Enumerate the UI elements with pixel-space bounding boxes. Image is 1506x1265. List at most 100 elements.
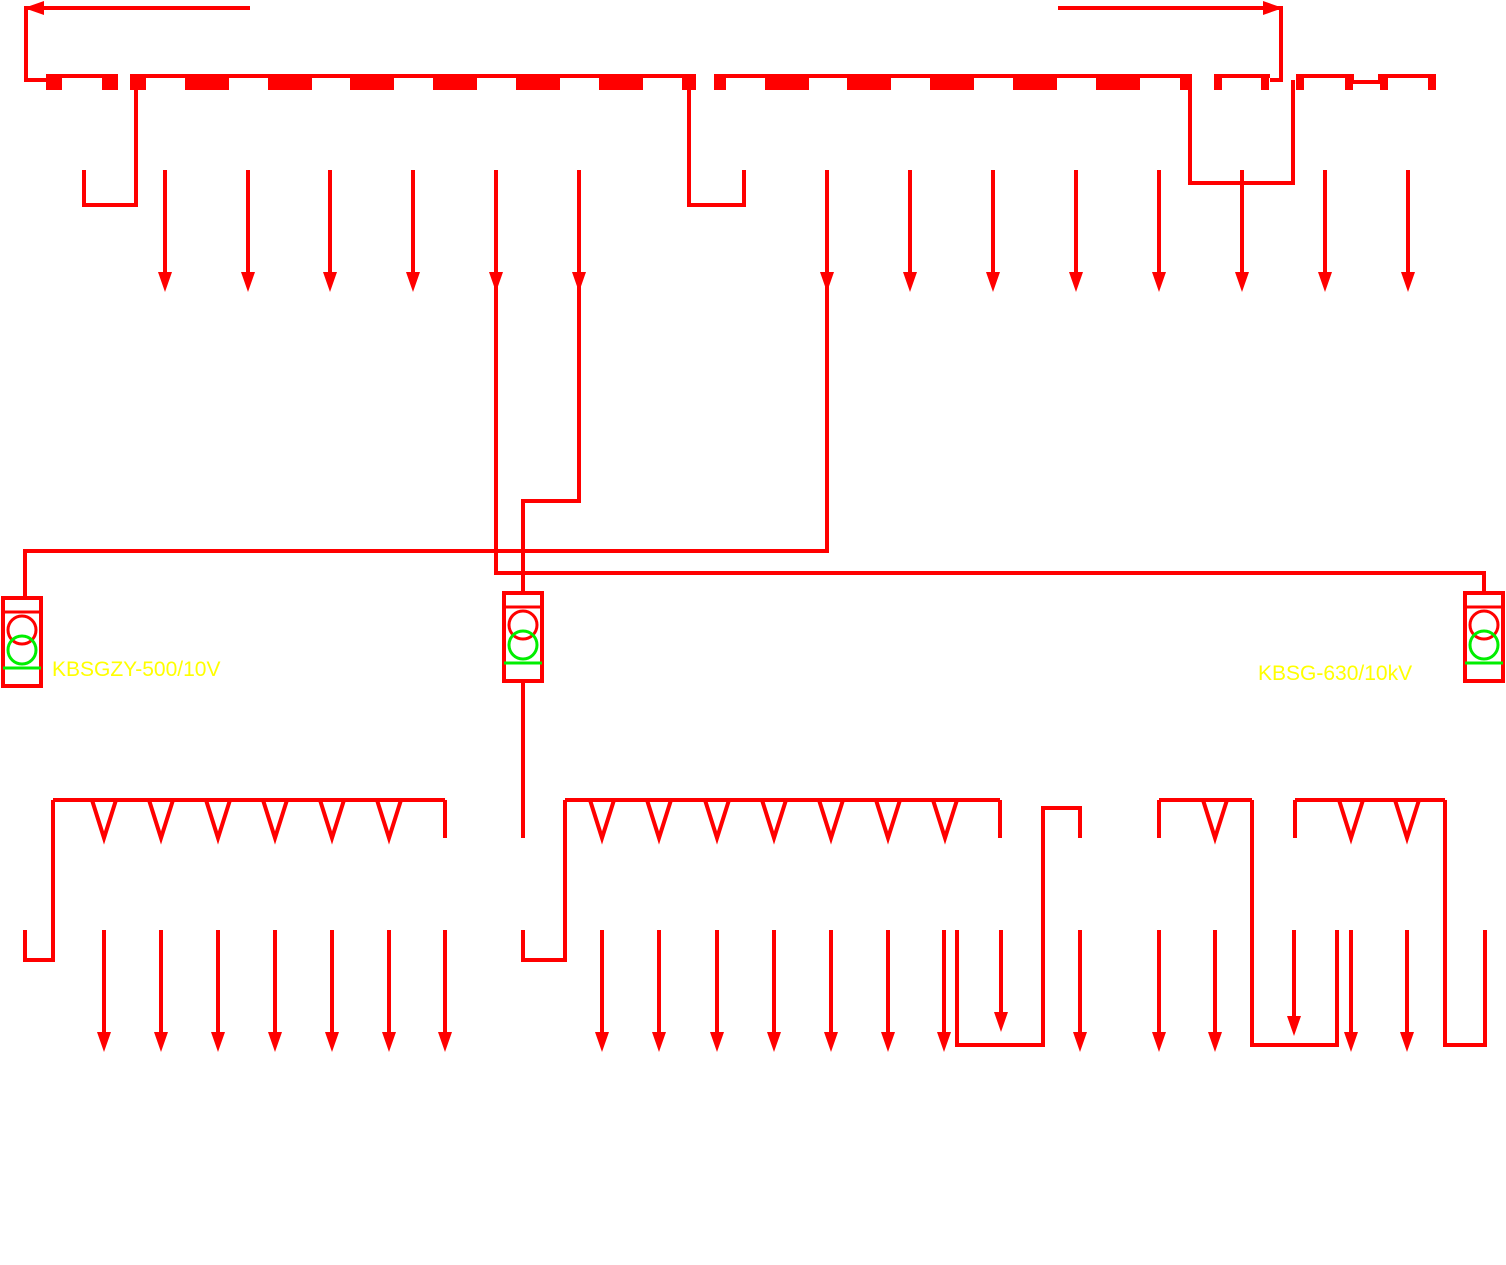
arrow-down-icon: [767, 1032, 781, 1052]
switch-arms: [817, 799, 845, 845]
transformer-icon: [502, 591, 544, 683]
bus-block: [1380, 74, 1388, 90]
arrow-down-icon: [325, 1032, 339, 1052]
arrow-right-icon: [1263, 1, 1283, 15]
bus-block: [46, 74, 62, 90]
transformer-body: [1463, 591, 1505, 683]
switch-arms: [147, 799, 175, 845]
arrow-down-icon: [268, 1032, 282, 1052]
arrow-down-icon: [97, 1032, 111, 1052]
arrowheads-layer: [24, 1, 1415, 1052]
bus-block: [268, 74, 312, 90]
arrow-down-icon: [595, 1032, 609, 1052]
bus-block: [930, 74, 974, 90]
arrow-down-icon: [1400, 1032, 1414, 1052]
lv-incomer-1: [23, 800, 55, 962]
hv-tie-center: [687, 80, 746, 207]
arrow-down-icon: [406, 272, 420, 292]
switch-arms: [703, 799, 731, 845]
switch-icon: [588, 799, 616, 845]
incoming-loop-left: [24, 6, 250, 82]
switch-arms: [204, 799, 232, 845]
arrow-down-icon: [1208, 1032, 1222, 1052]
primary-winding-icon: [6, 614, 38, 646]
bus-block: [130, 74, 146, 90]
switch-icon: [1337, 799, 1365, 845]
transformer-icon: [1463, 591, 1505, 683]
switch-icon: [645, 799, 673, 845]
arrow-left-icon: [24, 1, 44, 15]
switch-arms: [90, 799, 118, 845]
transformers-layer: [1, 591, 1505, 688]
transformer-icon: [1, 596, 43, 688]
switch-icon: [318, 799, 346, 845]
arrow-down-icon: [652, 1032, 666, 1052]
bus-block: [350, 74, 394, 90]
line-to-transformer-right: [494, 272, 1486, 593]
arrow-down-icon: [1287, 1016, 1301, 1036]
switch-icon: [147, 799, 175, 845]
arrow-down-icon: [1344, 1032, 1358, 1052]
switch-arms: [1393, 799, 1421, 845]
arrow-down-icon: [323, 272, 337, 292]
bus-block: [682, 74, 696, 90]
arrow-down-icon: [211, 1032, 225, 1052]
switch-icon: [204, 799, 232, 845]
primary-winding-icon: [507, 609, 539, 641]
switch-arms: [261, 799, 289, 845]
switch-arms: [318, 799, 346, 845]
switch-icon: [931, 799, 959, 845]
transformer-left-label: KBSGZY-500/10V: [52, 658, 221, 681]
arrow-down-icon: [994, 1012, 1008, 1032]
switch-icon: [1201, 799, 1229, 845]
bus-block: [516, 74, 560, 90]
arrow-down-icon: [1073, 1032, 1087, 1052]
bus-block: [1096, 74, 1140, 90]
line-to-transformer-center: [521, 272, 581, 593]
arrow-down-icon: [1152, 272, 1166, 292]
switch-arms: [760, 799, 788, 845]
arrow-down-icon: [572, 272, 586, 292]
switch-icon: [760, 799, 788, 845]
arrow-down-icon: [881, 1032, 895, 1052]
bus-block: [1013, 74, 1057, 90]
incoming-loop-right: [1058, 6, 1283, 82]
arrow-down-icon: [154, 1032, 168, 1052]
arrow-down-icon: [1401, 272, 1415, 292]
lv-incomer-2: [521, 800, 567, 962]
lv-tie-loop-3: [1443, 800, 1487, 1047]
bus-block: [714, 74, 726, 90]
switch-arms: [588, 799, 616, 845]
bus-block: [1428, 74, 1436, 90]
bus-block: [433, 74, 477, 90]
switch-arms: [1201, 799, 1229, 845]
wiring-layer: [23, 6, 1487, 1047]
arrow-down-icon: [903, 272, 917, 292]
switch-icon: [703, 799, 731, 845]
switch-icon: [261, 799, 289, 845]
lv-tie-loop-2: [1250, 800, 1339, 1047]
arrow-down-icon: [820, 272, 834, 292]
arrow-down-icon: [937, 1032, 951, 1052]
arrow-down-icon: [438, 1032, 452, 1052]
transformer-right-label: KBSG-630/10kV: [1258, 662, 1412, 685]
bus-block: [1296, 74, 1304, 90]
secondary-winding-icon: [507, 629, 539, 661]
bus-block: [185, 74, 229, 90]
bus-block: [1180, 74, 1192, 90]
arrow-down-icon: [1152, 1032, 1166, 1052]
secondary-winding-icon: [6, 634, 38, 666]
bus-block: [765, 74, 809, 90]
switch-icon: [375, 799, 403, 845]
secondary-winding-icon: [1468, 629, 1500, 661]
primary-winding-icon: [1468, 609, 1500, 641]
line-to-transformer-left: [23, 272, 829, 598]
switch-arms: [874, 799, 902, 845]
hv-tie-left: [82, 80, 138, 207]
bus-block: [102, 74, 118, 90]
switch-icon: [1393, 799, 1421, 845]
arrow-down-icon: [986, 272, 1000, 292]
arrow-down-icon: [382, 1032, 396, 1052]
switch-arms: [1337, 799, 1365, 845]
